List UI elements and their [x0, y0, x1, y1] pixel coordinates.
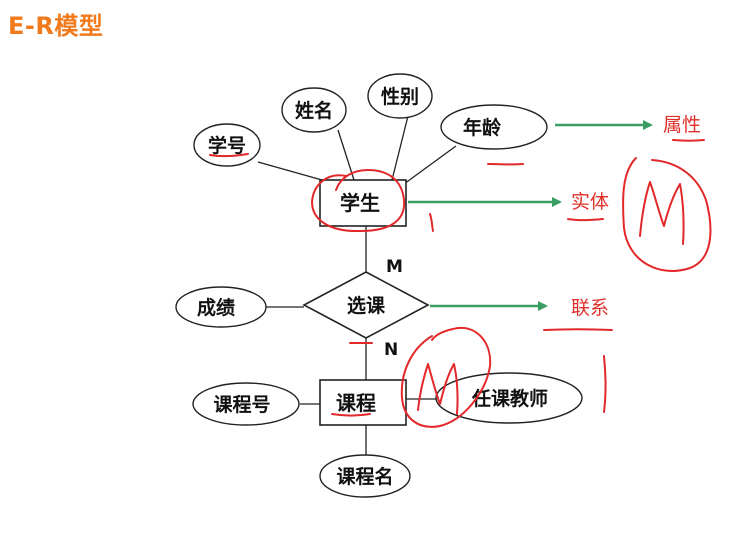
- attr-renkejiaoshi-shape: [435, 372, 583, 424]
- relationship-label: 选课: [347, 295, 386, 317]
- attr-kechenghao: 课程号: [213, 394, 270, 416]
- ink-circle-student: [311, 169, 406, 233]
- legend-entity: 实体: [571, 191, 609, 213]
- attr-kechengming: 课程名: [336, 465, 393, 488]
- relationship-shape: [302, 271, 430, 339]
- ink-underline-xuehao: [209, 153, 249, 158]
- attr-nianling: 年龄: [463, 116, 502, 139]
- entity-student: 学生: [340, 191, 380, 215]
- ink-big-circle: [622, 157, 712, 272]
- ink-underline-entity: [567, 218, 604, 222]
- cardinality-m: M: [386, 257, 403, 277]
- ink-tick-student: [429, 213, 434, 232]
- attr-kechengming-shape: [319, 454, 411, 498]
- attr-xuehao: 学号: [208, 134, 246, 157]
- attr-nianling-shape: [440, 104, 548, 150]
- ink-small-circle: [400, 326, 492, 428]
- ink-small-m: [417, 363, 459, 415]
- ink-underline-attr: [672, 139, 705, 142]
- attr-chengji: 成绩: [197, 296, 235, 319]
- attr-renkejiaoshi: 任课教师: [471, 387, 548, 410]
- legend-relationship: 联系: [571, 297, 609, 319]
- line-xingbie: [391, 115, 409, 181]
- line-xuehao: [257, 161, 323, 181]
- attr-xingbie: 性别: [381, 85, 419, 108]
- connector-lines: [257, 115, 457, 455]
- ink-underline-course: [331, 413, 371, 417]
- ink-big-m: [639, 181, 685, 245]
- slide-title: E-R模型: [8, 12, 104, 40]
- handwritten-annotations: [209, 139, 712, 428]
- attr-chengji-shape: [175, 286, 267, 328]
- ink-vertical-stroke: [603, 355, 607, 413]
- attr-xingming: 姓名: [295, 99, 333, 122]
- ink-underline-rel: [543, 328, 613, 331]
- entity-course: 课程: [336, 391, 376, 415]
- entity-student-shape: [319, 179, 407, 227]
- attr-xingming-shape: [281, 87, 347, 133]
- cardinality-n: N: [384, 340, 398, 360]
- legend-attribute: 属性: [663, 114, 701, 136]
- line-nianling: [403, 145, 457, 185]
- attr-kechenghao-shape: [192, 382, 300, 426]
- attr-xingbie-shape: [367, 73, 433, 119]
- entity-course-shape: [319, 379, 407, 426]
- line-xingming: [337, 129, 355, 181]
